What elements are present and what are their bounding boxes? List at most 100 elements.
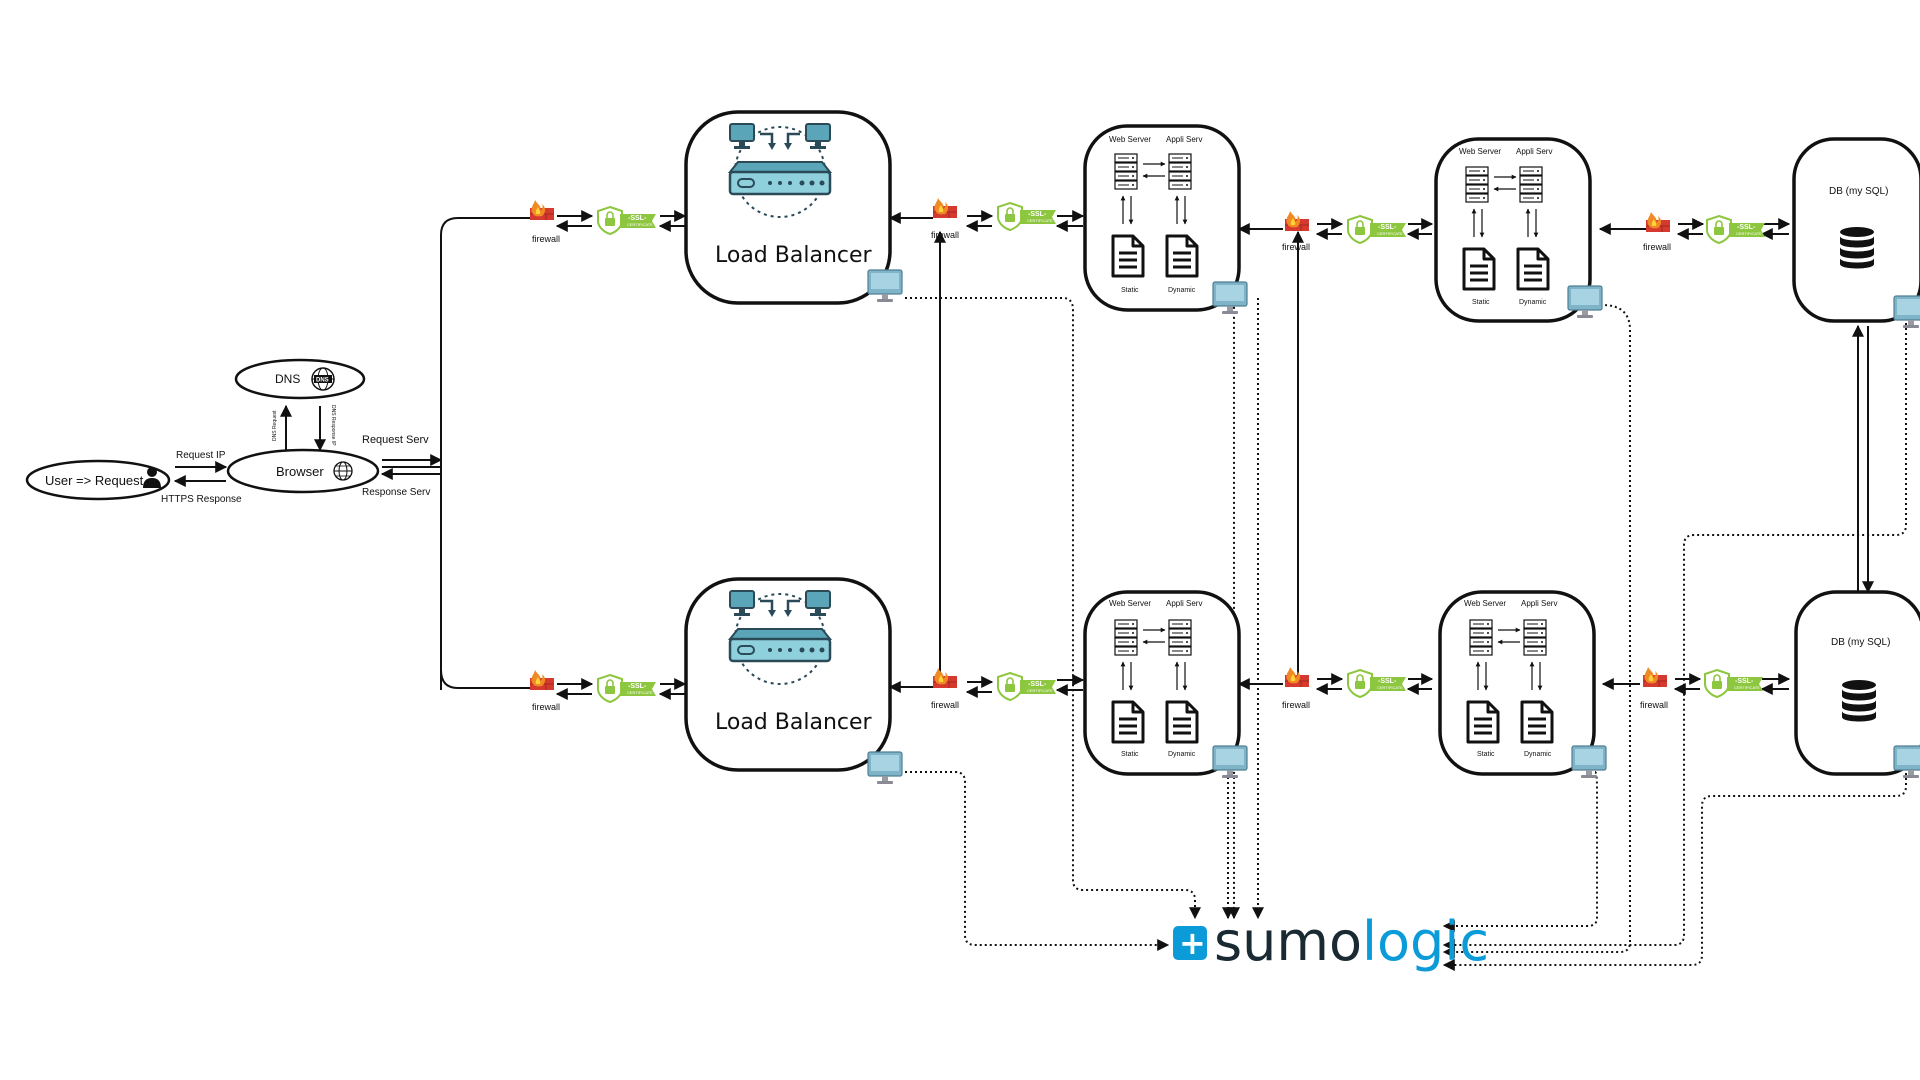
ssl-label: -SSL- xyxy=(628,683,647,690)
dynamic-label: Dynamic xyxy=(1519,299,1547,306)
browser-label: Browser xyxy=(276,464,324,479)
dns-node[interactable]: DNS DNS xyxy=(234,358,366,400)
monitor-icon xyxy=(867,751,903,785)
request-serv-label: Request Serv xyxy=(362,434,429,446)
dynamic-label: Dynamic xyxy=(1168,751,1196,758)
firewall-icon xyxy=(529,669,555,691)
web-server-label: Web Server xyxy=(1464,599,1506,608)
firewall-6: firewall xyxy=(931,667,959,710)
firewall-label: firewall xyxy=(532,702,560,712)
app-server-label: Appli Serv xyxy=(1166,599,1202,608)
ssl-sub-label: CERTIFICATE xyxy=(1027,218,1053,223)
ssl-certificate-icon xyxy=(597,206,657,235)
ssl-badge-8: -SSL- CERTIFICATE xyxy=(1704,669,1764,698)
monitor-icon xyxy=(1212,745,1248,779)
firewall-2: firewall xyxy=(931,197,959,240)
firewall-icon xyxy=(932,197,958,219)
firewall-1: firewall xyxy=(529,199,560,244)
ssl-sub-label: CERTIFICATE xyxy=(627,222,653,227)
firewall-icon xyxy=(1284,210,1310,232)
firewall-4: firewall xyxy=(1643,211,1671,252)
database-label: DB (my SQL) xyxy=(1829,186,1888,197)
monitor-icon xyxy=(1571,745,1607,779)
sumologic-wordmark: sumologic xyxy=(1214,910,1489,973)
firewall-3: firewall xyxy=(1282,210,1310,252)
firewall-label: firewall xyxy=(1282,700,1310,710)
firewall-icon xyxy=(1642,666,1668,688)
server-group-4[interactable]: Web Server Appli Serv Static Dynamic xyxy=(1438,590,1596,776)
database-1[interactable]: DB (my SQL) xyxy=(1792,137,1920,323)
firewall-7: firewall xyxy=(1282,666,1310,710)
monitor-icon xyxy=(867,269,903,303)
ssl-certificate-icon xyxy=(1347,669,1407,698)
ssl-sub-label: CERTIFICATE xyxy=(1377,231,1403,236)
dns-badge: DNS xyxy=(316,378,329,384)
firewall-label: firewall xyxy=(931,700,959,710)
ssl-badge-5: -SSL- CERTIFICATE xyxy=(597,674,657,703)
ssl-certificate-icon xyxy=(997,202,1057,231)
ssl-badge-7: -SSL- CERTIFICATE xyxy=(1347,669,1407,698)
sumologic-part1: sumo xyxy=(1214,910,1362,973)
web-server-label: Web Server xyxy=(1109,599,1151,608)
sumologic-plus-icon xyxy=(1173,926,1207,960)
static-label: Static xyxy=(1472,299,1490,306)
web-server-label: Web Server xyxy=(1109,135,1151,144)
ssl-sub-label: CERTIFICATE xyxy=(1027,688,1053,693)
ssl-certificate-icon xyxy=(997,672,1057,701)
server-group-3[interactable]: Web Server Appli Serv Static Dynamic xyxy=(1434,137,1592,323)
ssl-label: -SSL- xyxy=(1378,678,1397,685)
user-node[interactable]: User => Request xyxy=(25,459,171,501)
firewall-label: firewall xyxy=(1643,242,1671,252)
ssl-certificate-icon xyxy=(597,674,657,703)
ssl-label: -SSL- xyxy=(1378,224,1397,231)
ssl-label: -SSL- xyxy=(1028,681,1047,688)
static-label: Static xyxy=(1121,751,1139,758)
sumologic-logo: + sumologic xyxy=(1173,910,1489,973)
firewall-label: firewall xyxy=(532,234,560,244)
load-balancer-label: Load Balancer xyxy=(715,243,873,268)
load-balancer-1[interactable]: Load Balancer xyxy=(684,110,892,305)
ssl-badge-1: -SSL- CERTIFICATE xyxy=(597,206,657,235)
server-group-2[interactable]: Web Server Appli Serv Static Dynamic xyxy=(1083,590,1241,776)
response-serv-label: Response Serv xyxy=(362,487,430,498)
ssl-sub-label: CERTIFICATE xyxy=(1377,685,1403,690)
dns-response-label: DNS Response IP xyxy=(330,405,336,446)
firewall-8: firewall xyxy=(1640,666,1668,710)
database-2[interactable]: DB (my SQL) xyxy=(1794,590,1920,776)
request-ip-label: Request IP xyxy=(176,450,226,461)
firewall-icon xyxy=(1645,211,1671,233)
static-label: Static xyxy=(1477,751,1495,758)
ssl-badge-3: -SSL- CERTIFICATE xyxy=(1347,215,1407,244)
ssl-badge-6: -SSL- CERTIFICATE xyxy=(997,672,1057,701)
static-label: Static xyxy=(1121,287,1139,294)
firewall-icon xyxy=(932,667,958,689)
sumologic-plus-glyph: + xyxy=(1179,924,1206,962)
ssl-label: -SSL- xyxy=(1028,211,1047,218)
user-icon xyxy=(143,467,161,488)
ssl-badge-4: -SSL- CERTIFICATE xyxy=(1706,215,1766,244)
user-label: User => Request xyxy=(45,473,144,488)
firewall-label: firewall xyxy=(931,230,959,240)
ssl-label: -SSL- xyxy=(1737,224,1756,231)
ssl-sub-label: CERTIFICATE xyxy=(1734,685,1760,690)
ssl-certificate-icon xyxy=(1347,215,1407,244)
dynamic-label: Dynamic xyxy=(1524,751,1552,758)
web-server-label: Web Server xyxy=(1459,147,1501,156)
database-label: DB (my SQL) xyxy=(1831,637,1890,648)
solid-connections xyxy=(173,210,1874,700)
log-connections xyxy=(905,297,1907,971)
app-server-label: Appli Serv xyxy=(1516,147,1552,156)
ssl-certificate-icon xyxy=(1704,669,1764,698)
load-balancer-2[interactable]: Load Balancer xyxy=(684,577,892,772)
globe-icon xyxy=(333,461,353,481)
ssl-label: -SSL- xyxy=(1735,678,1754,685)
https-response-label: HTTPS Response xyxy=(161,494,242,505)
dns-globe-icon: DNS xyxy=(311,367,335,391)
app-server-label: Appli Serv xyxy=(1166,135,1202,144)
browser-node[interactable]: Browser xyxy=(226,448,380,494)
dns-label: DNS xyxy=(275,372,300,386)
server-group-1[interactable]: Web Server Appli Serv Static Dynamic xyxy=(1083,124,1241,312)
firewall-icon xyxy=(529,199,555,221)
ssl-sub-label: CERTIFICATE xyxy=(627,690,653,695)
